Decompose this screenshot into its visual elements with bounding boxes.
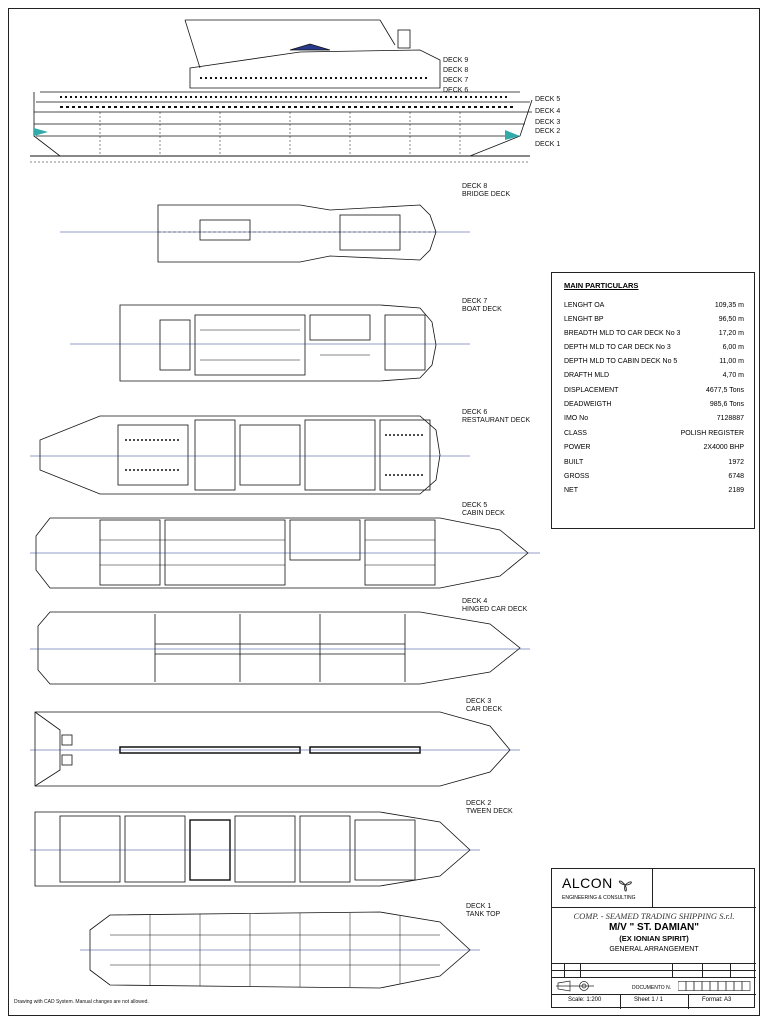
profile-label-deck-6: DECK 6 (443, 87, 469, 94)
deck-7-plan (70, 304, 470, 382)
projection-symbol-icon (556, 980, 594, 992)
document-number-boxes (678, 981, 751, 991)
deck-4-plan (30, 611, 530, 685)
alcon-logo-subtitle: ENGINEERING & CONSULTING (562, 895, 636, 901)
deck-8-plan (60, 204, 470, 263)
profile-label-deck-7: DECK 7 (443, 77, 469, 84)
deck-3-plan (30, 711, 520, 787)
profile-label-deck-3: DECK 3 (535, 119, 561, 126)
alcon-propeller-icon (618, 880, 632, 892)
alcon-logo: ALCON (562, 875, 613, 891)
profile-view (30, 19, 533, 163)
cad-note: Drawing with CAD System. Manual changes … (14, 999, 149, 1005)
deck-6-plan (30, 415, 470, 495)
format-label: Format: A3 (702, 997, 732, 1003)
profile-label-deck-1: DECK 1 (535, 141, 561, 148)
ship-ex-name: (EX IONIAN SPIRIT) (619, 934, 689, 943)
profile-label-deck-9: DECK 9 (443, 57, 469, 64)
drawing-title: GENERAL ARRANGEMENT (609, 946, 699, 953)
owner-company: COMP. - SEAMED TRADING SHIPPING S.r.l. (573, 911, 735, 921)
ship-name: M/V " ST. DAMIAN" (608, 922, 700, 933)
deck-1-plan (80, 911, 480, 989)
document-number-label: DOCUMENTO N. (632, 985, 672, 991)
sheet-label: Sheet 1 / 1 (634, 997, 664, 1003)
profile-label-deck-5: DECK 5 (535, 96, 561, 103)
profile-label-deck-2: DECK 2 (535, 128, 561, 135)
main-particulars-title: MAIN PARTICULARS (564, 281, 639, 290)
profile-label-deck-4: DECK 4 (535, 108, 561, 115)
title-block: ALCON ENGINEERING & CONSULTING COMP. - S… (551, 868, 756, 1009)
deck-5-plan (30, 517, 540, 589)
profile-label-deck-8: DECK 8 (443, 67, 469, 74)
drawing-frame (8, 8, 760, 1016)
deck-2-plan (30, 811, 480, 887)
scale-label: Scale: 1:200 (568, 997, 602, 1003)
